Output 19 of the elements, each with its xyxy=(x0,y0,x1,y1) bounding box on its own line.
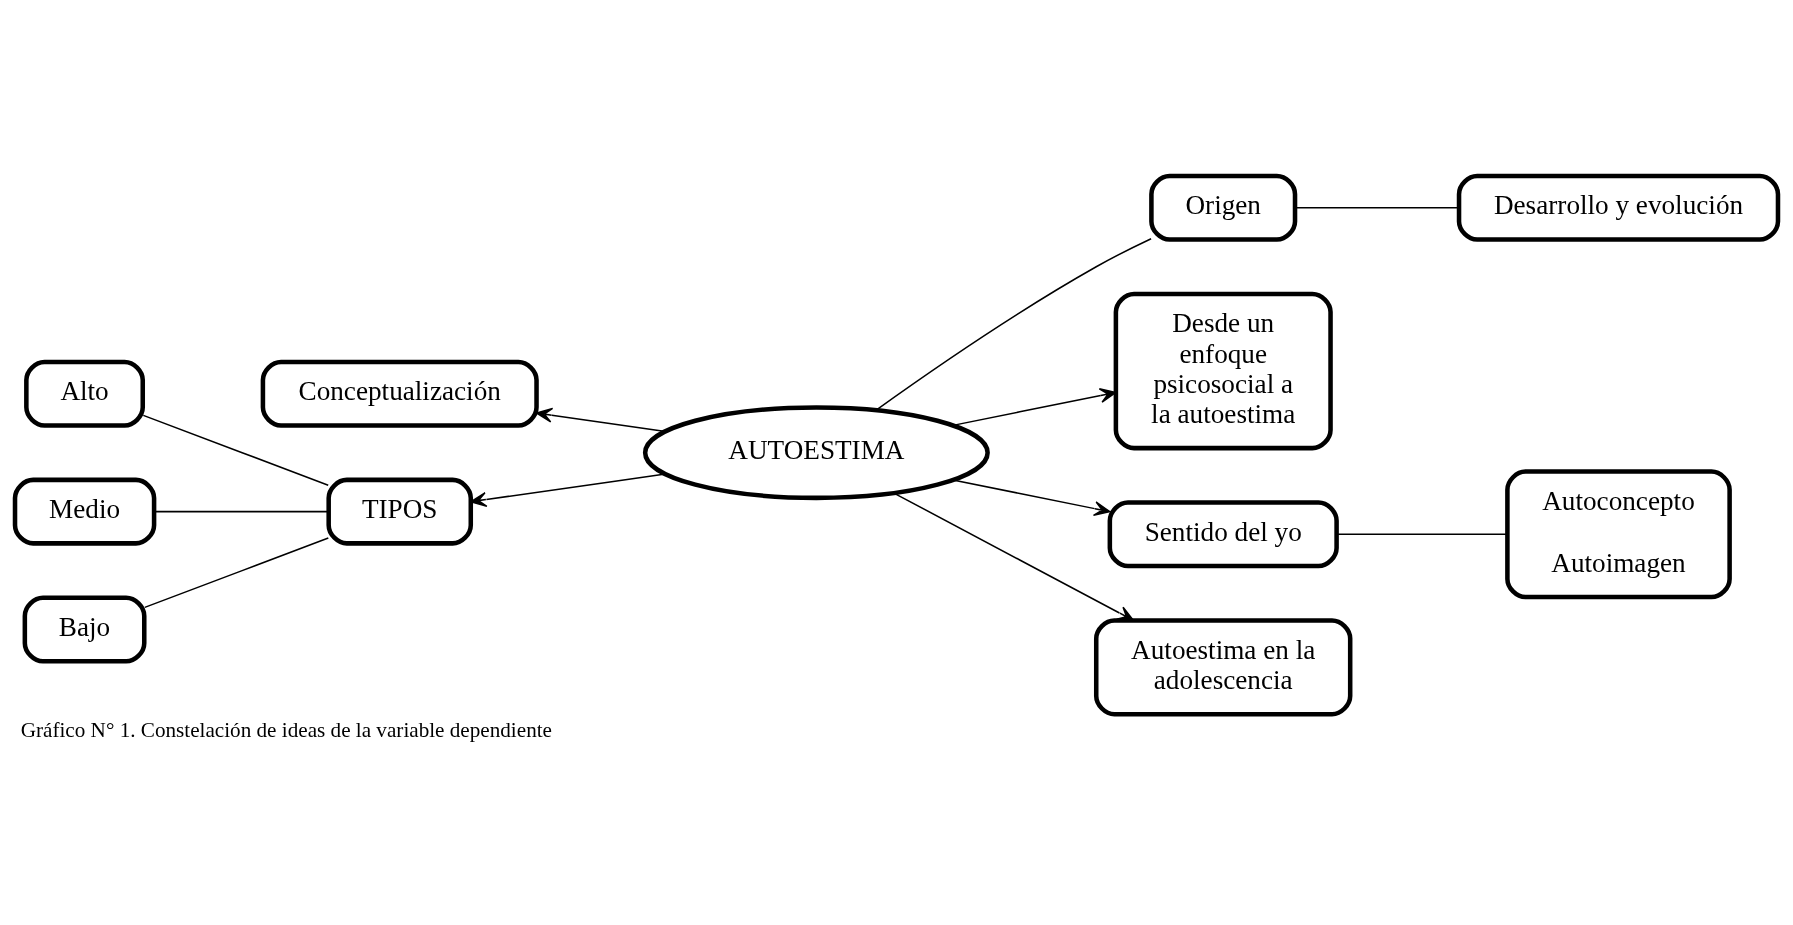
node-box: Sentido del yo xyxy=(1107,500,1339,569)
connector xyxy=(1335,533,1508,536)
arrow xyxy=(952,479,1111,517)
connector xyxy=(1294,207,1460,209)
connector xyxy=(144,537,330,609)
node-box: Bajo xyxy=(22,595,147,664)
connector xyxy=(153,510,330,513)
node-box: Conceptualización xyxy=(260,359,539,428)
caption: Gráfico N° 1. Constelación de ideas de la variable dependiente xyxy=(20,718,552,743)
node-box: TIPOS xyxy=(326,477,474,546)
node-box: Autoconcepto Autoimagen xyxy=(1505,469,1732,600)
node-ellipse: AUTOESTIMA xyxy=(642,405,990,501)
node-box: Autoestima en la adolescencia xyxy=(1093,618,1353,717)
node-box: Medio xyxy=(12,477,157,546)
connector xyxy=(142,414,329,486)
node-box: Origen xyxy=(1149,173,1298,242)
node-box: Desarrollo y evolución xyxy=(1456,173,1781,242)
node-box: Alto xyxy=(24,359,145,428)
node-box: Desde un enfoque psicosocial a la autoestima xyxy=(1113,291,1333,451)
